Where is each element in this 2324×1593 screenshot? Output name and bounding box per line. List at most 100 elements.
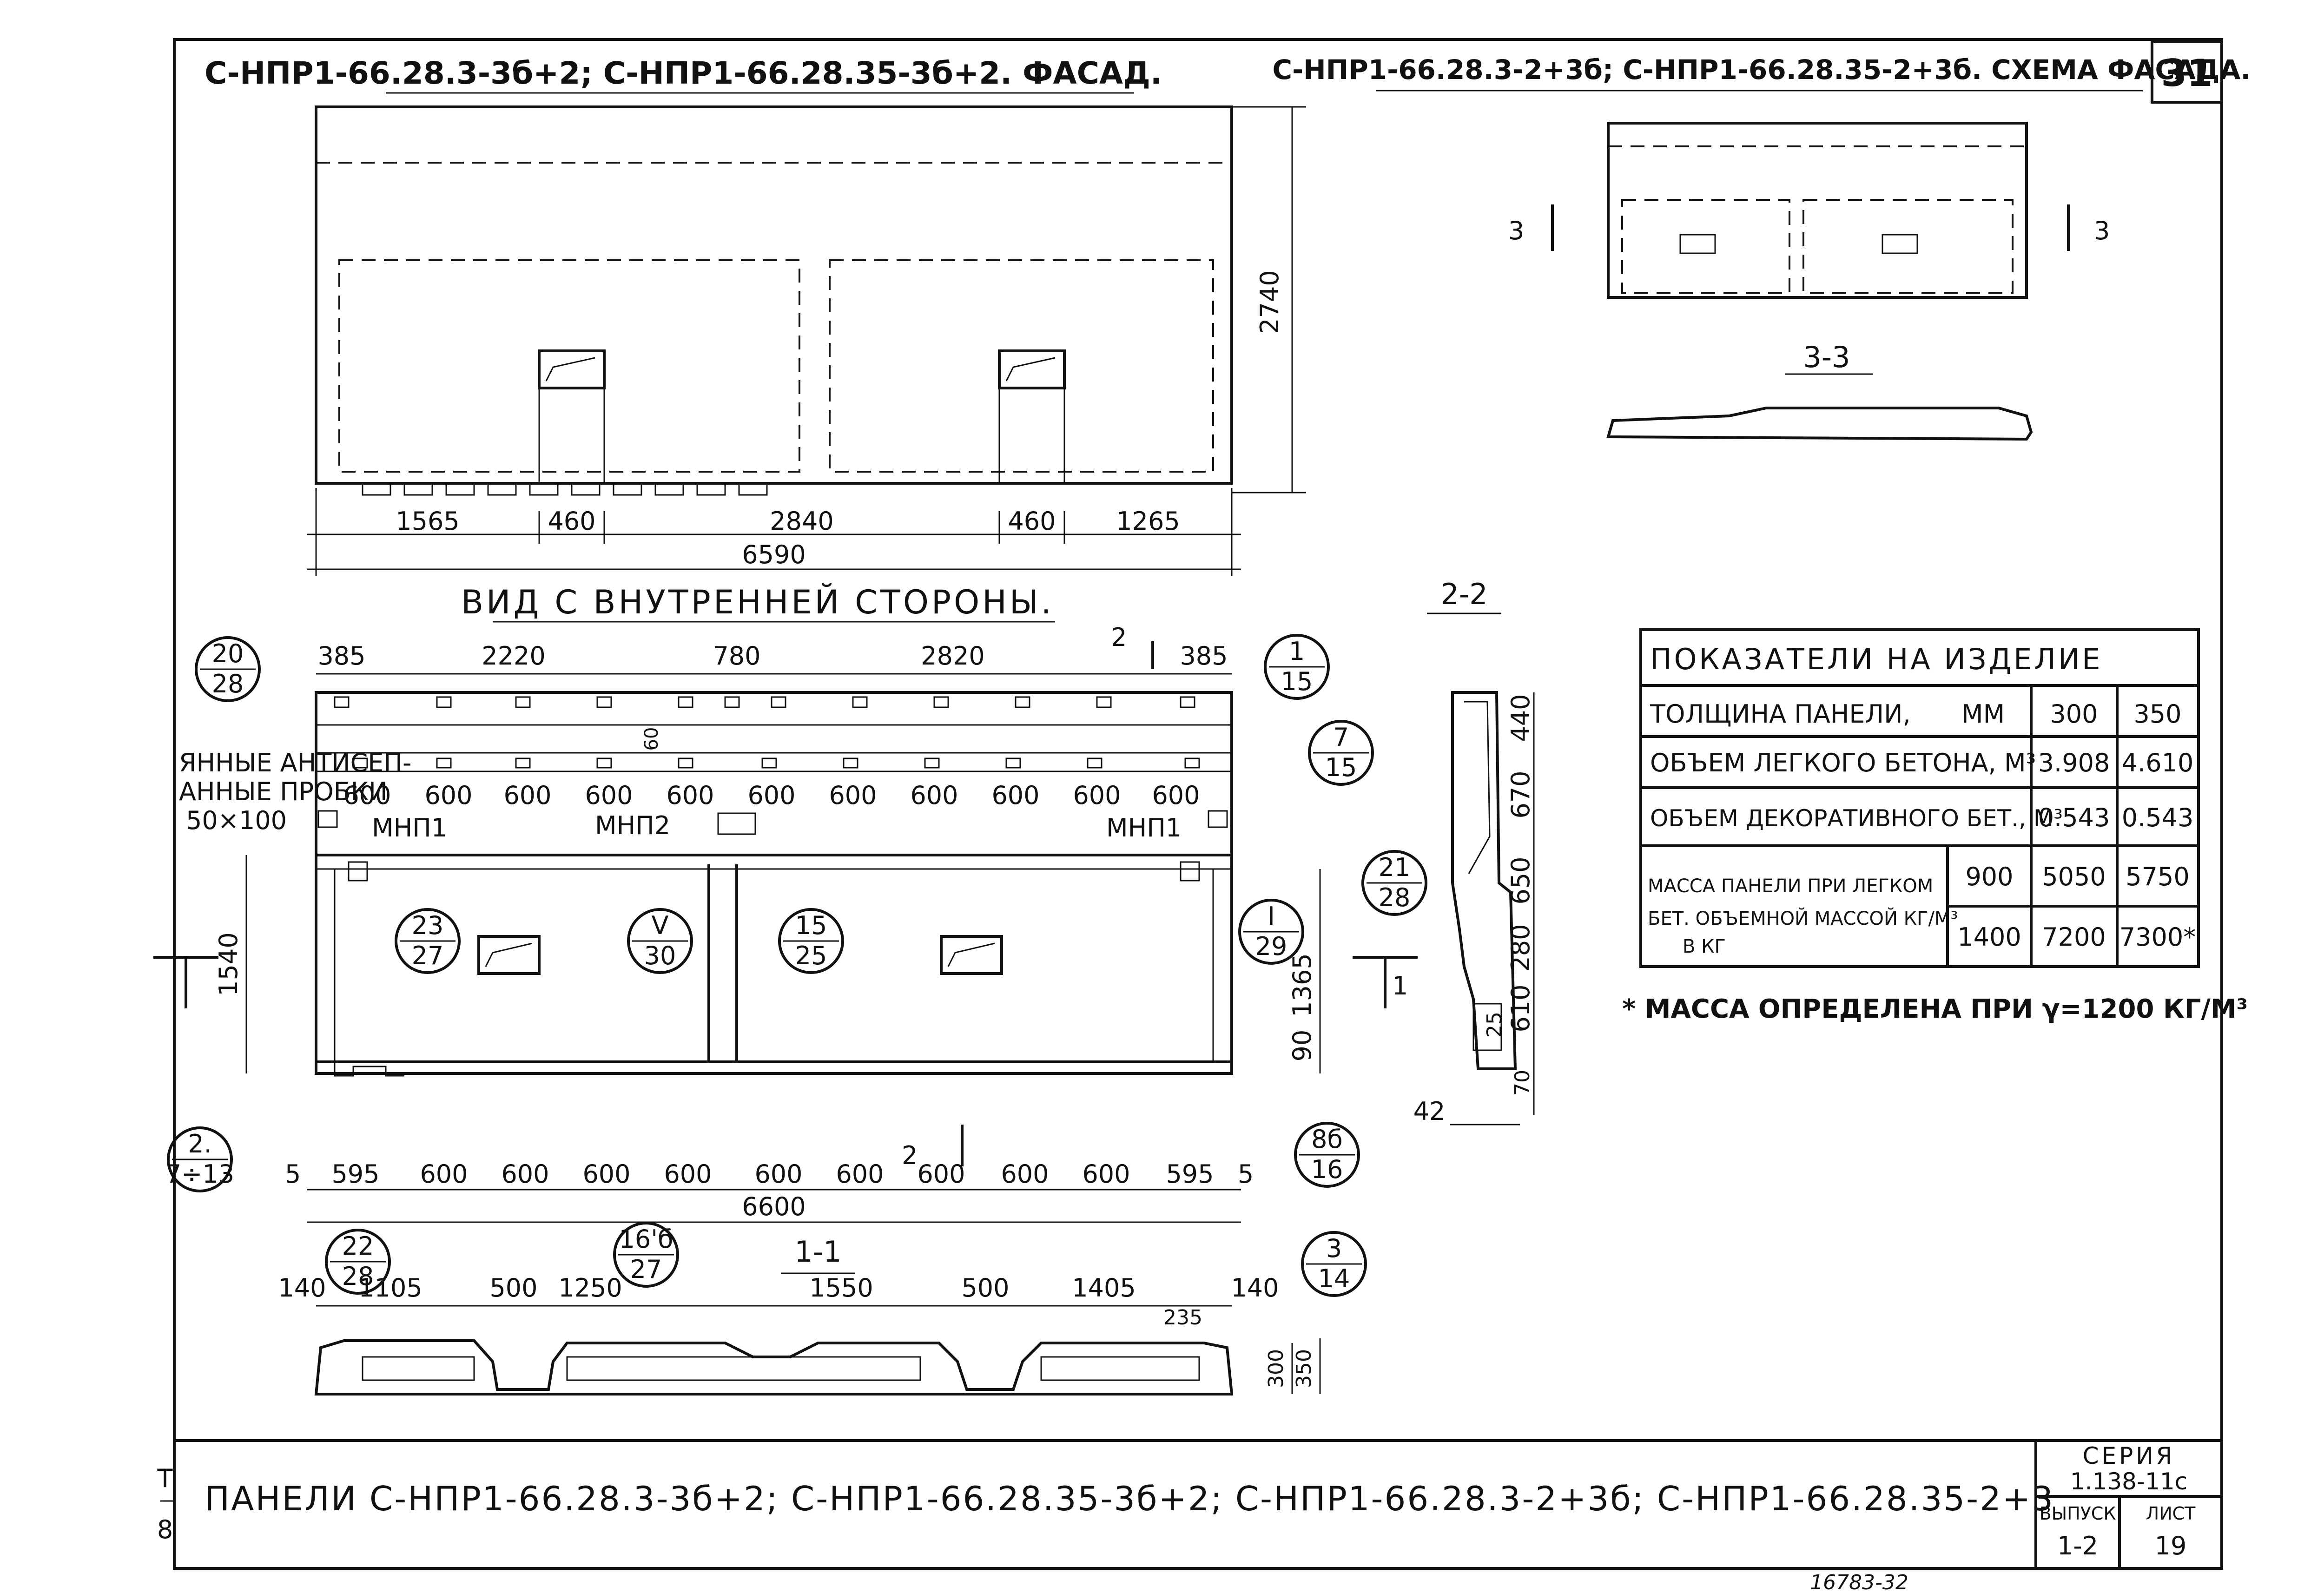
callout-bottom: 14 bbox=[1318, 1264, 1350, 1293]
inner-note-line-3: 50×100 bbox=[186, 806, 287, 835]
callout-circle bbox=[395, 908, 461, 974]
inner-anchor bbox=[515, 696, 531, 708]
inner-spacing-3: 600 bbox=[503, 781, 551, 810]
section-11-dim-1: 140 bbox=[278, 1273, 326, 1303]
specs-table bbox=[1639, 628, 2200, 968]
callout: 1 15 bbox=[1264, 634, 1330, 700]
callout-top: 15 bbox=[795, 911, 827, 940]
callout: 7 15 bbox=[1308, 720, 1374, 786]
callout-bottom: 16 bbox=[1311, 1155, 1343, 1184]
specs-footnote: * МАССА ОПРЕДЕЛЕНА ПРИ γ=1200 КГ/М³ bbox=[1622, 994, 2248, 1024]
callout-bottom: 27 bbox=[630, 1255, 662, 1284]
scheme-window-right bbox=[1882, 234, 1918, 254]
specs-row-label: ТОЛЩИНА ПАНЕЛИ, bbox=[1650, 699, 1911, 729]
inner-dim-bot-4: 600 bbox=[501, 1159, 549, 1189]
inner-label-mnp1-right: МНП1 bbox=[1106, 813, 1182, 843]
stamp-left-top: Т bbox=[157, 1464, 173, 1493]
scheme-cut-left-label: 3 bbox=[1508, 216, 1524, 245]
inner-spacing-4: 600 bbox=[585, 781, 633, 810]
inner-spacing-2: 600 bbox=[424, 781, 472, 810]
callout: I 29 bbox=[1238, 899, 1304, 965]
inner-total: 6600 bbox=[742, 1192, 805, 1221]
specs-mass-density: 1400 bbox=[1957, 922, 2021, 952]
scheme-outline bbox=[1607, 122, 2028, 299]
section-22-dim-3: 650 bbox=[1506, 856, 1535, 904]
callout: V 30 bbox=[627, 908, 693, 974]
callout-top: 1 bbox=[1289, 637, 1305, 666]
section-22-inner-line bbox=[1464, 701, 1491, 874]
section-11-dim-7: 1405 bbox=[1072, 1273, 1136, 1303]
specs-row-v1: 300 bbox=[2050, 699, 2098, 729]
facade-total-width: 6590 bbox=[742, 540, 805, 569]
section-11-dim-2: 1105 bbox=[358, 1273, 422, 1303]
inner-plug bbox=[436, 757, 452, 769]
inner-dim-bot-8: 600 bbox=[836, 1159, 884, 1189]
specs-row-label: ОБЪЕМ ЛЕГКОГО БЕТОНА, М³ bbox=[1650, 748, 2036, 777]
inner-dim-top-1: 385 bbox=[317, 641, 365, 671]
inner-dim-bot-3: 600 bbox=[420, 1159, 468, 1189]
sheet-value: 19 bbox=[2155, 1531, 2187, 1560]
callout-top: 22 bbox=[342, 1231, 374, 1261]
callout-top: 21 bbox=[1379, 853, 1411, 882]
callout-top: 8б bbox=[1311, 1125, 1343, 1154]
inner-bottom-teeth bbox=[334, 1062, 404, 1077]
facade-dim-1: 1565 bbox=[396, 507, 459, 536]
specs-mass-v1: 7200 bbox=[2042, 922, 2106, 952]
callout-circle bbox=[627, 908, 693, 974]
callout-circle bbox=[1264, 634, 1330, 700]
callout-bottom: 28 bbox=[212, 669, 244, 698]
inner-label-mnp1-left: МНП1 bbox=[372, 813, 447, 843]
inner-dim-bot-2: 595 bbox=[331, 1159, 379, 1189]
facade-outline bbox=[315, 105, 1233, 485]
bottom-note: 16783-32 bbox=[1810, 1571, 1908, 1593]
specs-mass-density: 900 bbox=[1965, 862, 2013, 891]
inner-dim-top-3: 780 bbox=[713, 641, 760, 671]
inner-dim-bot-7: 600 bbox=[754, 1159, 802, 1189]
inner-anchor bbox=[933, 696, 949, 708]
inner-plug bbox=[596, 757, 612, 769]
facade-dim-3: 2840 bbox=[770, 507, 833, 536]
scheme-bay-left bbox=[1621, 199, 1790, 294]
inner-window-right bbox=[940, 935, 1003, 975]
specs-row-v2: 0.543 bbox=[2122, 803, 2194, 832]
sheet-frame bbox=[173, 38, 2223, 1570]
section-22-bottom-dim: 42 bbox=[1413, 1097, 1446, 1126]
inner-cut-top-label: 2 bbox=[1111, 623, 1127, 652]
facade-title: С-НПР1-66.28.3-3б+2; С-НПР1-66.28.35-3б+… bbox=[205, 55, 1162, 91]
callout-bottom: 28 bbox=[342, 1262, 374, 1291]
callout-top: 20 bbox=[212, 639, 244, 668]
inner-dim-bot-12: 5 bbox=[1238, 1159, 1254, 1189]
callout-top: 23 bbox=[412, 911, 444, 940]
section-22-profile bbox=[1451, 691, 1517, 1070]
facade-dim-2: 460 bbox=[548, 507, 595, 536]
callout-bottom: 7÷13 bbox=[165, 1159, 234, 1189]
facade-dim-4: 460 bbox=[1008, 507, 1056, 536]
callout-circle bbox=[1238, 899, 1304, 965]
specs-row-v2: 350 bbox=[2133, 699, 2181, 729]
inner-window-left-mark bbox=[485, 942, 533, 967]
inner-window-left bbox=[477, 935, 541, 975]
inner-plugs bbox=[352, 757, 1200, 769]
inner-plug bbox=[1087, 757, 1103, 769]
facade-bay-left bbox=[338, 259, 800, 473]
specs-mass-v2: 7300* bbox=[2119, 922, 2196, 952]
inner-lug-right bbox=[1180, 861, 1200, 882]
callout: 23 27 bbox=[395, 908, 461, 974]
callout-circle bbox=[195, 636, 261, 702]
specs-row-unit: ММ bbox=[1961, 699, 2005, 729]
section-11-dim-4: 1250 bbox=[558, 1273, 622, 1303]
issue-value: 1-2 bbox=[2057, 1531, 2098, 1560]
inner-plug bbox=[843, 757, 858, 769]
callout-circle bbox=[325, 1229, 391, 1295]
inner-anchors bbox=[334, 696, 1195, 708]
inner-dim-60: 60 bbox=[641, 727, 662, 751]
callout-circle bbox=[167, 1126, 233, 1192]
callout: 8б 16 bbox=[1294, 1122, 1360, 1188]
section-11-dim-6: 500 bbox=[961, 1273, 1009, 1303]
callout-circle bbox=[778, 908, 844, 974]
inner-cut-bottom-label: 2 bbox=[902, 1141, 918, 1170]
facade-height: 2740 bbox=[1255, 270, 1284, 334]
callout-circle bbox=[613, 1222, 679, 1288]
callout-top: 16'б bbox=[619, 1224, 673, 1254]
callout-bottom: 29 bbox=[1255, 932, 1287, 961]
